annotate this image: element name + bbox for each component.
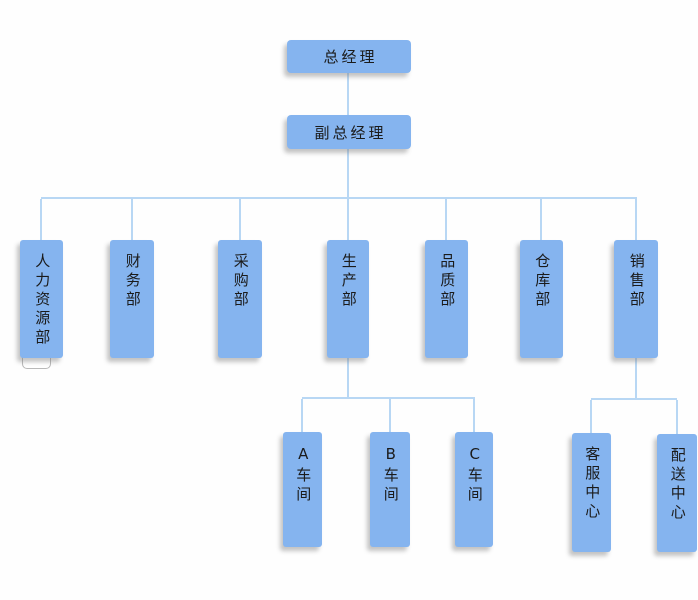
connector-drop-quality [445,199,447,240]
node-finance-department: 财务部 [110,240,154,358]
connector-drop-sales [635,199,637,240]
node-label: A车间 [294,445,313,505]
node-label: 采购部 [231,253,250,310]
node-label: 生产部 [339,253,358,310]
node-purchasing-department: 采购部 [218,240,262,358]
node-label: 总经理 [323,48,378,66]
connector-deputy-to-bus [347,148,349,199]
node-workshop-b: B车间 [370,432,410,547]
node-label: C车间 [465,445,484,505]
node-workshop-a: A车间 [283,432,322,547]
node-label: 配送中心 [668,447,687,523]
connector-drop-production [347,199,349,240]
node-label: 仓库部 [533,253,552,310]
connector-drop-workshop-a [301,399,303,432]
node-production-department: 生产部 [327,240,369,358]
connector-production-to-bus [347,358,349,399]
node-label: 销售部 [627,253,646,310]
connector-department-bus [41,197,637,199]
node-general-manager: 总经理 [287,40,411,73]
connector-workshop-bus [302,397,475,399]
connector-drop-distribution [676,400,678,434]
node-label: 客服中心 [583,446,602,522]
connector-drop-customer-service [590,400,592,433]
node-warehouse-department: 仓库部 [520,240,563,358]
connector-drop-workshop-b [389,399,391,432]
connector-drop-workshop-c [473,399,475,432]
connector-root-to-deputy [347,73,349,116]
node-quality-department: 品质部 [425,240,468,358]
connector-sales-to-bus [635,358,637,400]
connector-drop-warehouse [540,199,542,240]
node-hr-department: 人力资源部 [20,240,63,358]
node-label: 副总经理 [314,123,387,142]
node-workshop-c: C车间 [455,432,493,547]
connector-drop-purchasing [239,199,241,240]
connector-drop-hr [40,199,42,240]
node-deputy-general-manager: 副总经理 [287,115,411,149]
node-customer-service-center: 客服中心 [572,433,611,552]
connector-sales-units-bus [591,398,677,400]
node-label: 财务部 [123,253,142,310]
node-label: 人力资源部 [33,253,52,348]
node-label: B车间 [381,445,400,505]
node-sales-department: 销售部 [614,240,658,358]
connector-drop-finance [131,199,133,240]
node-distribution-center: 配送中心 [657,434,697,552]
node-label: 品质部 [438,253,457,310]
